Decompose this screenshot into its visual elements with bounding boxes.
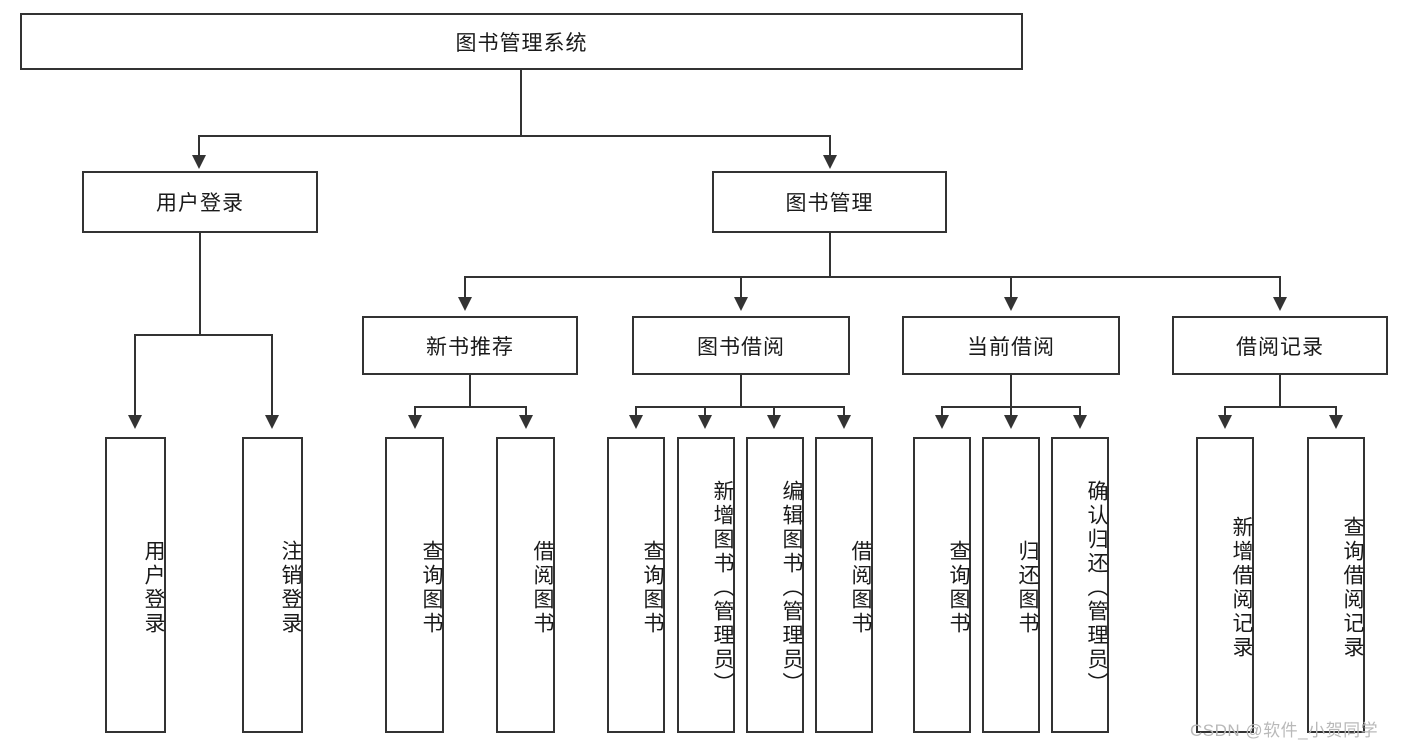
node-label: 图书借阅 bbox=[697, 335, 785, 359]
leaf-book-borrow-add[interactable]: 新增图书（管理员） bbox=[677, 437, 735, 733]
node-label: 借阅图书 bbox=[531, 540, 554, 636]
node-label: 查询图书 bbox=[420, 540, 443, 636]
node-label: 图书管理 bbox=[785, 192, 874, 215]
arrowhead-borrow-record-leaf-1 bbox=[1218, 415, 1232, 429]
leaf-new-book-borrow[interactable]: 借阅图书 bbox=[496, 437, 555, 733]
connector-book-borrow-leaf-1 bbox=[635, 406, 637, 417]
node-label: 当前借阅 bbox=[967, 335, 1055, 359]
connector-current-borrow-leaf-2 bbox=[1010, 406, 1012, 417]
node-label: 新书推荐 bbox=[426, 335, 514, 359]
arrowhead-current-borrow-leaf-2 bbox=[1004, 415, 1018, 429]
arrowhead-book-borrow bbox=[734, 297, 748, 311]
arrowhead-new-book bbox=[458, 297, 472, 311]
node-book-borrow[interactable]: 图书借阅 bbox=[632, 316, 850, 375]
connector-to-book-borrow bbox=[740, 276, 742, 299]
arrowhead-current-borrow-leaf-1 bbox=[935, 415, 949, 429]
node-label: 借阅记录 bbox=[1236, 335, 1324, 359]
leaf-book-borrow-edit[interactable]: 编辑图书（管理员） bbox=[746, 437, 804, 733]
arrowhead-new-book-leaf-1 bbox=[408, 415, 422, 429]
connector-book-manage-stem bbox=[829, 233, 831, 277]
arrowhead-book-borrow-leaf-1 bbox=[629, 415, 643, 429]
leaf-borrow-record-query[interactable]: 查询借阅记录 bbox=[1307, 437, 1365, 733]
arrowhead-user-login bbox=[192, 155, 206, 169]
connector-root-stem bbox=[520, 70, 522, 136]
leaf-book-borrow-query[interactable]: 查询图书 bbox=[607, 437, 665, 733]
node-label: 用户登录 bbox=[142, 540, 165, 636]
node-user-login[interactable]: 用户登录 bbox=[82, 171, 318, 233]
arrowhead-book-borrow-leaf-3 bbox=[767, 415, 781, 429]
arrowhead-current-borrow bbox=[1004, 297, 1018, 311]
connector-current-borrow-leaf-3 bbox=[1079, 406, 1081, 417]
connector-root-bar bbox=[198, 135, 831, 137]
leaf-borrow-record-add[interactable]: 新增借阅记录 bbox=[1196, 437, 1254, 733]
arrowhead-user-login-leaf-1 bbox=[128, 415, 142, 429]
arrowhead-new-book-leaf-2 bbox=[519, 415, 533, 429]
connector-book-manage-bar bbox=[464, 276, 1279, 278]
arrowhead-borrow-record bbox=[1273, 297, 1287, 311]
node-label: 注销登录 bbox=[279, 540, 302, 636]
connector-book-borrow-leaf-4 bbox=[843, 406, 845, 417]
connector-borrow-record-bar bbox=[1224, 406, 1336, 408]
connector-root-to-book-manage bbox=[829, 135, 831, 157]
node-new-book-recommend[interactable]: 新书推荐 bbox=[362, 316, 578, 375]
connector-borrow-record-stem bbox=[1279, 375, 1281, 407]
leaf-new-book-query[interactable]: 查询图书 bbox=[385, 437, 444, 733]
leaf-current-borrow-query[interactable]: 查询图书 bbox=[913, 437, 971, 733]
connector-new-book-leaf-1 bbox=[414, 406, 416, 417]
arrowhead-book-manage bbox=[823, 155, 837, 169]
node-label: 归还图书 bbox=[1016, 540, 1039, 636]
connector-borrow-record-leaf-1 bbox=[1224, 406, 1226, 417]
connector-book-borrow-leaf-2 bbox=[704, 406, 706, 417]
connector-to-borrow-record bbox=[1279, 276, 1281, 299]
node-root-system[interactable]: 图书管理系统 bbox=[20, 13, 1023, 70]
arrowhead-current-borrow-leaf-3 bbox=[1073, 415, 1087, 429]
node-book-manage[interactable]: 图书管理 bbox=[712, 171, 947, 233]
arrowhead-borrow-record-leaf-2 bbox=[1329, 415, 1343, 429]
connector-root-to-user-login bbox=[198, 135, 200, 157]
arrowhead-user-login-leaf-2 bbox=[265, 415, 279, 429]
arrowhead-book-borrow-leaf-4 bbox=[837, 415, 851, 429]
node-label: 查询借阅记录 bbox=[1341, 516, 1364, 660]
node-label: 用户登录 bbox=[156, 192, 244, 215]
node-label: 查询图书 bbox=[641, 540, 664, 636]
connector-book-borrow-bar bbox=[635, 406, 845, 408]
node-label: 确认归还（管理员） bbox=[1085, 480, 1108, 696]
connector-user-login-leaf-2 bbox=[271, 334, 273, 417]
connector-current-borrow-leaf-1 bbox=[941, 406, 943, 417]
node-label: 查询图书 bbox=[947, 540, 970, 636]
connector-user-login-stem bbox=[199, 233, 201, 335]
leaf-user-login-logout[interactable]: 注销登录 bbox=[242, 437, 303, 733]
node-label: 图书管理系统 bbox=[455, 31, 588, 55]
node-label: 借阅图书 bbox=[849, 540, 872, 636]
connector-to-current-borrow bbox=[1010, 276, 1012, 299]
connector-new-book-leaf-2 bbox=[525, 406, 527, 417]
arrowhead-book-borrow-leaf-2 bbox=[698, 415, 712, 429]
connector-user-login-bar bbox=[134, 334, 272, 336]
connector-to-new-book bbox=[464, 276, 466, 299]
connector-user-login-leaf-1 bbox=[134, 334, 136, 417]
node-label: 新增图书（管理员） bbox=[711, 480, 734, 696]
node-label: 新增借阅记录 bbox=[1230, 516, 1253, 660]
leaf-current-borrow-confirm[interactable]: 确认归还（管理员） bbox=[1051, 437, 1109, 733]
connector-new-book-stem bbox=[469, 375, 471, 407]
connector-book-borrow-stem bbox=[740, 375, 742, 407]
node-current-borrow[interactable]: 当前借阅 bbox=[902, 316, 1120, 375]
node-borrow-record[interactable]: 借阅记录 bbox=[1172, 316, 1388, 375]
leaf-user-login-login[interactable]: 用户登录 bbox=[105, 437, 166, 733]
connector-current-borrow-stem bbox=[1010, 375, 1012, 407]
connector-book-borrow-leaf-3 bbox=[773, 406, 775, 417]
watermark-text: CSDN @软件_小贺同学 bbox=[1190, 721, 1379, 740]
node-label: 编辑图书（管理员） bbox=[780, 480, 803, 696]
connector-borrow-record-leaf-2 bbox=[1335, 406, 1337, 417]
leaf-book-borrow-borrow[interactable]: 借阅图书 bbox=[815, 437, 873, 733]
connector-new-book-bar bbox=[414, 406, 526, 408]
leaf-current-borrow-return[interactable]: 归还图书 bbox=[982, 437, 1040, 733]
